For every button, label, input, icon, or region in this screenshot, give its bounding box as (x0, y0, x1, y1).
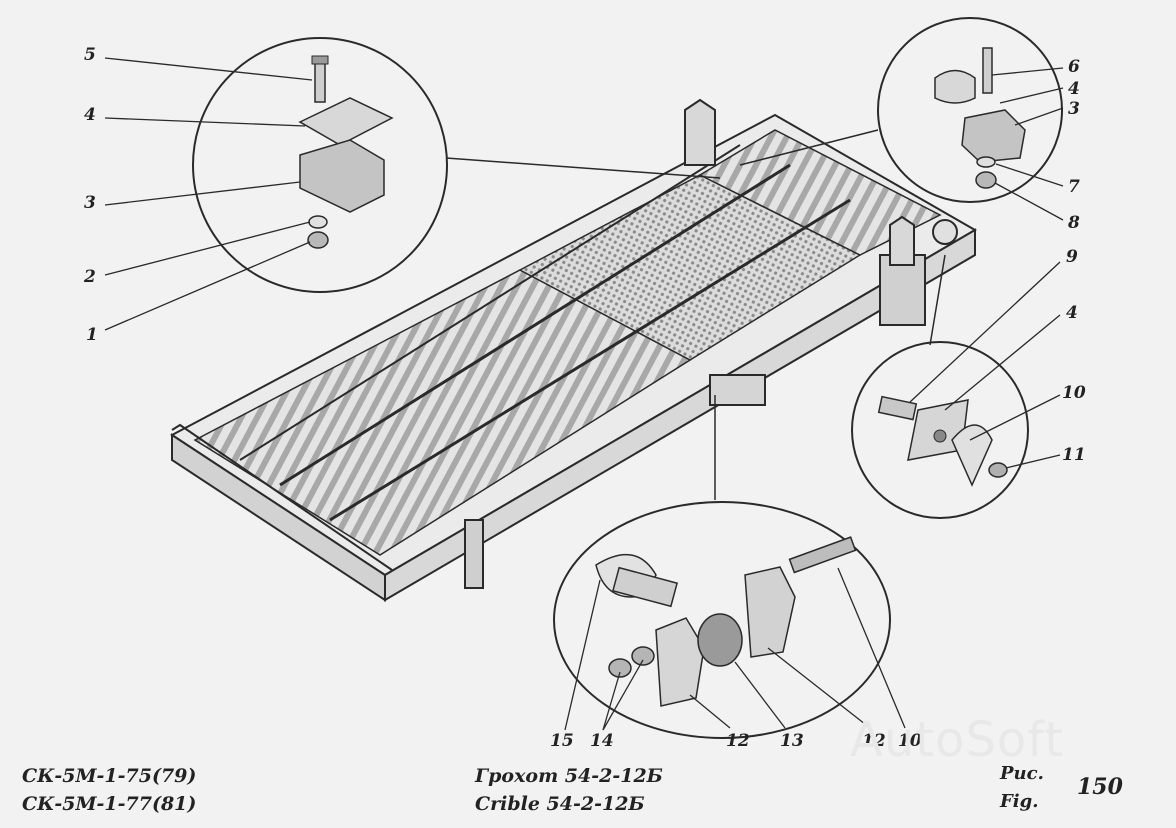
callout-11: 11 (1062, 445, 1086, 465)
callout-9: 9 (1066, 247, 1078, 267)
model-code-1: СК-5М-1-75(79) (22, 765, 197, 787)
detail-circle-top-right (877, 17, 1063, 203)
callout-12: 12 (726, 731, 750, 751)
callout-8: 8 (1067, 213, 1080, 233)
callout-5: 5 (84, 45, 96, 65)
figure-title-ru: Грохот 54-2-12Б (475, 765, 663, 787)
callout-1: 1 (86, 325, 98, 345)
detail-circle-bottom (553, 501, 891, 739)
callout-10: 10 (898, 731, 922, 751)
callout-12: 12 (862, 731, 886, 751)
callout-7: 7 (1068, 177, 1080, 197)
watermark: AutoSoft (850, 712, 1065, 768)
callout-4: 4 (1068, 79, 1080, 99)
leader-top-right-circle (739, 129, 879, 166)
callout-3: 3 (1068, 99, 1080, 119)
figure-title-fr: Crible 54-2-12Б (475, 793, 645, 815)
sieve-frame (170, 98, 977, 602)
figure-label-ru: Рис. (1000, 763, 1044, 784)
figure-label-fr: Fig. (1000, 791, 1039, 812)
callout-6: 6 (1068, 57, 1080, 77)
callout-4: 4 (84, 105, 96, 125)
detail-circle-right (851, 341, 1029, 519)
callout-3: 3 (84, 193, 96, 213)
detail-circle-left (192, 37, 448, 293)
callout-13: 13 (780, 731, 804, 751)
callout-2: 2 (83, 267, 96, 287)
figure-title: Грохот 54-2-12Б Crible 54-2-12Б (475, 762, 663, 818)
callout-15: 15 (550, 731, 574, 751)
figure-label: Рис. Fig. (1000, 760, 1044, 816)
callout-labels: 5 4 3 2 1 6 4 3 7 8 9 4 10 11 15 14 12 1… (83, 45, 1086, 751)
callout-10: 10 (1062, 383, 1086, 403)
figure-number: 150 (1077, 774, 1123, 800)
callout-4: 4 (1066, 303, 1078, 323)
model-code-2: СК-5М-1-77(81) (22, 793, 197, 815)
leader-left-circle (445, 157, 721, 179)
leader-right-circle (929, 254, 946, 346)
callout-leaders (104, 57, 1064, 731)
model-codes: СК-5М-1-75(79) СК-5М-1-77(81) (22, 762, 196, 818)
callout-14: 14 (590, 731, 614, 751)
